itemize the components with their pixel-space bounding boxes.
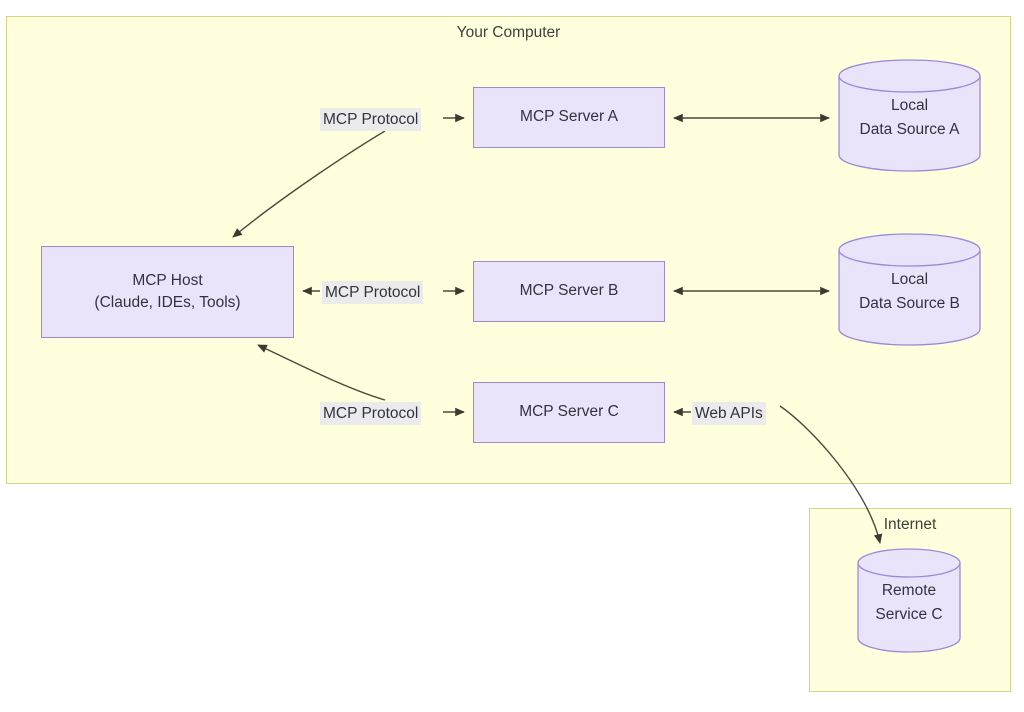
frame-internet-title: Internet [883, 516, 937, 533]
edge-label-mcp-protocol-a: MCP Protocol [320, 108, 422, 132]
mcp-host-line2: (Claude, IDEs, Tools) [94, 294, 241, 311]
edge-label-web-apis: Web APIs [692, 402, 766, 426]
frame-internet: Internet [809, 508, 1011, 692]
node-mcp-server-b[interactable]: MCP Server B [473, 261, 665, 322]
mcp-host-line1: MCP Host [132, 271, 203, 289]
node-mcp-server-c[interactable]: MCP Server C [473, 382, 665, 443]
node-mcp-server-c-label: MCP Server C [519, 403, 619, 421]
node-local-data-source-b[interactable]: Local Data Source B [838, 233, 981, 346]
edge-label-mcp-protocol-b: MCP Protocol [322, 281, 424, 305]
cylinder-shape-c [857, 548, 961, 653]
node-local-data-source-a[interactable]: Local Data Source A [838, 59, 981, 172]
edge-server-c-host-curve [257, 344, 386, 401]
cylinder-shape-a [838, 59, 981, 172]
edge-label-mcp-protocol-c: MCP Protocol [320, 402, 422, 426]
edge-host-server-a-curve [232, 130, 386, 238]
node-mcp-server-a-label: MCP Server A [520, 108, 618, 126]
node-remote-service-c[interactable]: Remote Service C [857, 548, 961, 653]
edge-web-apis-remote-service-c [779, 405, 883, 544]
node-mcp-server-b-label: MCP Server B [519, 282, 619, 300]
node-mcp-host[interactable]: MCP Host (Claude, IDEs, Tools) [41, 246, 294, 338]
cylinder-shape-b [838, 233, 981, 346]
frame-your-computer-title: Your Computer [456, 24, 561, 41]
node-mcp-server-a[interactable]: MCP Server A [473, 87, 665, 148]
node-mcp-host-text: MCP Host (Claude, IDEs, Tools) [94, 270, 240, 315]
